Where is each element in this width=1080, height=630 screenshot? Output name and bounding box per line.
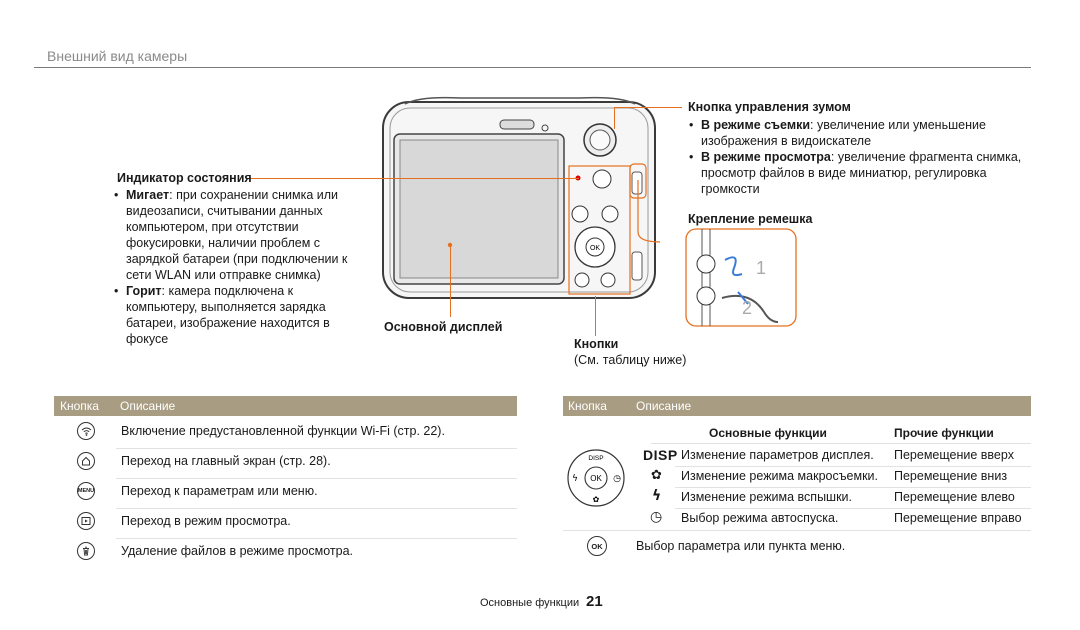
row-divider	[675, 487, 1031, 488]
status-indicator-list: Мигает: при сохранении снимка или видеоз…	[113, 187, 359, 347]
row-divider	[116, 538, 517, 539]
row-divider	[675, 466, 1031, 467]
basic-function-text: Изменение режима макросъемки.	[681, 469, 879, 483]
buttons-title: Кнопки	[574, 337, 619, 351]
table-row: MENU Переход к параметрам или меню.	[54, 480, 517, 506]
disp-icon: DISP	[643, 447, 678, 463]
svg-text:✿: ✿	[593, 495, 600, 504]
table-row: Включение предустановленной функции Wi-F…	[54, 420, 517, 446]
dial-disp-label: DISP	[588, 455, 603, 462]
other-function-text: Перемещение вправо	[894, 511, 1022, 525]
footer-label: Основные функции	[480, 597, 580, 609]
description-text: Удаление файлов в режиме просмотра.	[121, 544, 354, 558]
status-indicator-leader	[246, 178, 579, 179]
row-divider	[116, 478, 517, 479]
strap-step-2: 2	[742, 298, 752, 318]
flash-icon: ϟ	[652, 488, 662, 504]
other-function-text: Перемещение влево	[894, 490, 1015, 504]
strap-step-1: 1	[756, 258, 766, 278]
buttons-note: (См. таблицу ниже)	[574, 353, 687, 367]
camera-illustration: OK	[382, 96, 656, 299]
right-table-header: Кнопка Описание	[563, 396, 1031, 416]
home-icon	[77, 452, 95, 470]
row-divider	[116, 508, 517, 509]
column-header-description: Описание	[120, 399, 176, 413]
main-display-leader	[450, 245, 451, 317]
trash-icon	[77, 542, 95, 560]
page-number: 21	[586, 593, 603, 610]
dial-ok-label: OK	[590, 474, 602, 483]
zoom-leader-vertical	[614, 107, 615, 129]
zoom-button-item: В режиме съемки: увеличение или уменьшен…	[688, 117, 1028, 149]
ok-icon: OK	[587, 536, 607, 556]
zoom-button-list: В режиме съемки: увеличение или уменьшен…	[688, 117, 1028, 197]
other-function-text: Перемещение вниз	[894, 469, 1008, 483]
left-table-header: Кнопка Описание	[54, 396, 517, 416]
row-divider	[116, 448, 517, 449]
timer-icon: ◷	[650, 509, 663, 525]
svg-text:OK: OK	[590, 245, 600, 252]
table-row: ◷ Выбор режима автоспуска. Перемещение в…	[563, 509, 1031, 529]
wifi-icon	[77, 422, 95, 440]
right-buttons-table: Кнопка Описание Основные функции Прочие …	[563, 396, 1031, 566]
basic-function-text: Изменение параметров дисплея.	[681, 448, 874, 462]
description-text: Переход на главный экран (стр. 28).	[121, 454, 331, 468]
subheader-basic-functions: Основные функции	[709, 426, 827, 440]
row-divider	[675, 508, 1031, 509]
strap-mount-illustration: 1 2	[637, 180, 797, 327]
description-text: Переход в режим просмотра.	[121, 514, 291, 528]
basic-function-text: Выбор режима автоспуска.	[681, 511, 839, 525]
column-header-description: Описание	[636, 399, 692, 413]
description-text: Включение предустановленной функции Wi-F…	[121, 424, 445, 438]
playback-icon	[77, 512, 95, 530]
strap-mount-title: Крепление ремешка	[688, 212, 813, 226]
table-row: Переход в режим просмотра.	[54, 510, 517, 536]
table-row: ✿ Изменение режима макросъемки. Перемеще…	[563, 467, 1031, 487]
description-text: Выбор параметра или пункта меню.	[636, 539, 846, 553]
row-divider	[651, 443, 1031, 444]
zoom-button-item: В режиме просмотра: увеличение фрагмента…	[688, 149, 1028, 197]
svg-text:◷: ◷	[613, 474, 621, 484]
left-buttons-table: Кнопка Описание Включение предустановлен…	[54, 396, 517, 561]
title-divider	[34, 67, 1031, 68]
zoom-button-title: Кнопка управления зумом	[688, 100, 851, 114]
main-display-title: Основной дисплей	[384, 320, 503, 334]
navigation-dial-icon: OK DISP ϟ ◷ ✿	[567, 449, 625, 507]
subheader-other-functions: Прочие функции	[894, 426, 994, 440]
column-header-button: Кнопка	[60, 399, 99, 413]
status-indicator-item: Горит: камера подключена к компьютеру, в…	[113, 283, 359, 347]
table-row: Удаление файлов в режиме просмотра.	[54, 540, 517, 566]
description-text: Переход к параметрам или меню.	[121, 484, 318, 498]
table-row: Переход на главный экран (стр. 28).	[54, 450, 517, 476]
table-row: ϟ Изменение режима вспышки. Перемещение …	[563, 488, 1031, 508]
status-indicator-item: Мигает: при сохранении снимка или видеоз…	[113, 187, 359, 283]
table-row: OK Выбор параметра или пункта меню.	[563, 534, 1031, 560]
buttons-leader	[595, 296, 596, 336]
row-divider	[563, 530, 1031, 531]
table-row: DISP Изменение параметров дисплея. Перем…	[563, 446, 1031, 466]
zoom-leader-horizontal	[614, 107, 682, 108]
basic-function-text: Изменение режима вспышки.	[681, 490, 853, 504]
svg-text:ϟ: ϟ	[572, 474, 578, 484]
section-title: Внешний вид камеры	[47, 48, 188, 64]
macro-icon: ✿	[651, 468, 662, 483]
status-indicator-title: Индикатор состояния	[117, 171, 252, 185]
other-function-text: Перемещение вверх	[894, 448, 1014, 462]
menu-icon: MENU	[77, 482, 95, 500]
column-header-button: Кнопка	[568, 399, 607, 413]
